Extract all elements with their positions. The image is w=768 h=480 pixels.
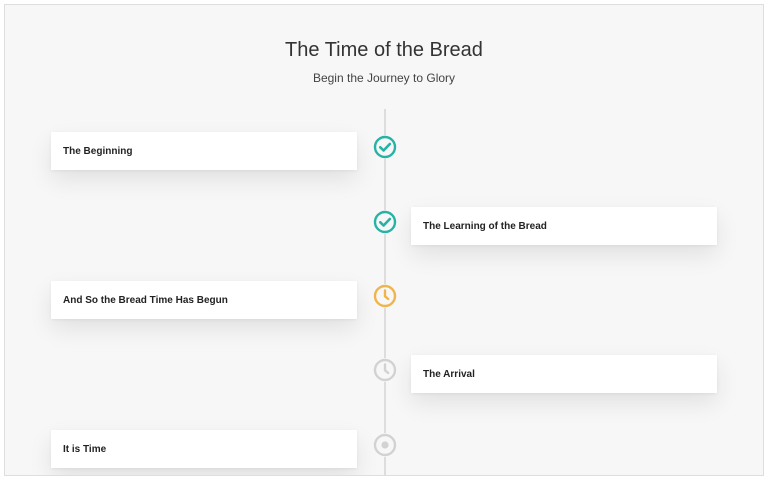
timeline-panel: The Time of the Bread Begin the Journey … xyxy=(4,4,764,476)
check-circle-icon xyxy=(373,210,397,234)
timeline-card[interactable]: The Arrival xyxy=(411,355,717,393)
page-title: The Time of the Bread xyxy=(285,39,483,61)
timeline-card-label: The Learning of the Bread xyxy=(423,220,547,232)
timeline-card-label: The Arrival xyxy=(423,368,475,380)
clock-icon xyxy=(373,284,397,308)
timeline-card-label: And So the Bread Time Has Begun xyxy=(63,294,228,306)
timeline-card-label: The Beginning xyxy=(63,145,133,157)
timeline-card[interactable]: The Beginning xyxy=(51,132,357,170)
clock-icon xyxy=(373,358,397,382)
radio-dot-icon xyxy=(373,433,397,457)
timeline-card[interactable]: And So the Bread Time Has Begun xyxy=(51,281,357,319)
page-subtitle: Begin the Journey to Glory xyxy=(312,71,456,85)
check-circle-icon xyxy=(373,135,397,159)
timeline-card-label: It is Time xyxy=(63,443,107,455)
timeline-card[interactable]: The Learning of the Bread xyxy=(411,207,717,245)
timeline-card[interactable]: It is Time xyxy=(51,430,357,468)
